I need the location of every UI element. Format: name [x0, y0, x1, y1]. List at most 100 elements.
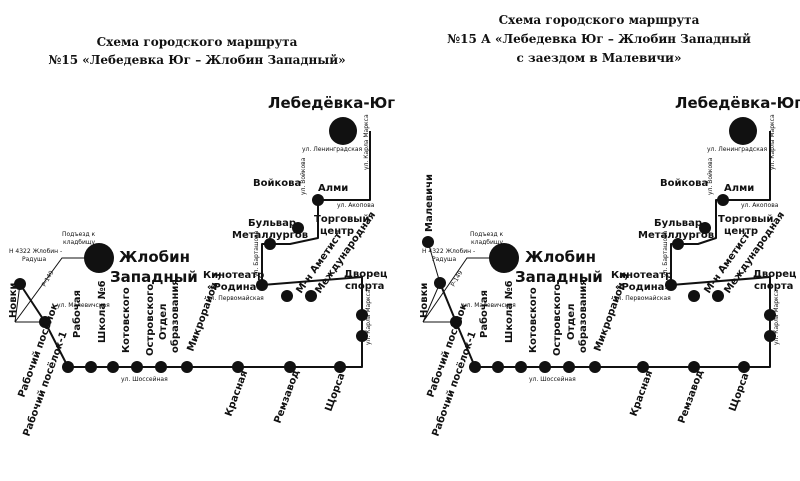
stop-mikro: [181, 361, 193, 373]
route-15a-label-otdel2: образования: [577, 279, 589, 353]
stop-krasnaya: [232, 361, 244, 373]
stop-bulvar: [264, 238, 276, 250]
route-15-street-malevichskaya: ул. Малевичская: [57, 302, 110, 309]
route-15-label-rabochaya: Рабочая: [71, 290, 83, 338]
route-15-terminal-lebedevka: [329, 117, 357, 145]
route-15a-street-podezd-1: Подъезд к: [470, 231, 504, 238]
stop-dvorets-a: [764, 309, 776, 321]
route-15a-label-dvorets2: спорта: [754, 281, 793, 292]
stop-rab-pos: [39, 316, 51, 328]
route-15-label-lebedevka: Лебедёвка-Юг: [268, 94, 395, 112]
route-15-label-kino1: Кинотеатр: [203, 270, 264, 281]
route-15-title-line1: Схема городского маршрута: [97, 35, 298, 49]
route-15a-label-torg1: Торговый: [718, 214, 773, 225]
route-15-label-novki: Новки: [8, 283, 19, 318]
stop-karla-marksa: [356, 330, 368, 342]
stop-kotovskogo-a: [539, 361, 551, 373]
route-15a-street-voykova: ул. Войкова: [707, 157, 714, 195]
route-15a-label-dvorets1: Дворец: [753, 269, 796, 280]
route-15a-label-bulvar2: Металлургов: [638, 230, 714, 241]
stop-remzavod-a: [688, 361, 700, 373]
route-15a-street-h4322-2: Радуша: [432, 256, 456, 263]
route-15-street-podezd-1: Подъезд к: [62, 231, 96, 238]
stop-krasnaya-a: [637, 361, 649, 373]
route-15a-label-kino1: Кинотеатр: [611, 270, 672, 281]
stop-bulvar-a: [672, 238, 684, 250]
route-15-label-voykova: Войкова: [253, 178, 301, 189]
route-15-label-zhlobin-1: Жлобин: [119, 248, 190, 266]
route-15-label-remzavod: Ремзавод: [272, 369, 302, 426]
stop-novki: [14, 278, 26, 290]
route-15a-label-voykova: Войкова: [660, 178, 708, 189]
route-15-label-shchorsa: Щорса: [323, 372, 347, 413]
stop-ostrovskogo: [155, 361, 167, 373]
stop-dvorets: [356, 309, 368, 321]
route-15-street-akopova: ул. Акопова: [337, 202, 375, 209]
route-15a-title-line2: №15 А «Лебедевка Юг – Жлобин Западный: [447, 32, 751, 46]
route-15a-label-zhlobin-2: Западный: [515, 268, 603, 286]
route-15a-label-malevichi: Малевичи: [424, 174, 435, 232]
stop-rab-pos1: [62, 361, 74, 373]
stop-karla-marksa-a: [764, 330, 776, 342]
route-15-label-torg2: центр: [320, 226, 354, 237]
route-15a-label-krasnaya: Красная: [628, 369, 655, 418]
route-15a-label-torg2: центр: [724, 226, 758, 237]
route-15-street-karla-marksa: ул. Карла Маркса: [363, 114, 370, 170]
route-15-label-kotovskogo: Котовского: [121, 287, 132, 353]
route-15-street-voykova: ул. Войкова: [300, 157, 307, 195]
stop-rab-pos-a: [450, 316, 462, 328]
route-15a-label-novki: Новки: [419, 283, 430, 318]
route-15a-street-r149: Р-149: [450, 269, 465, 288]
route-15a-label-zhlobin-1: Жлобин: [525, 248, 596, 266]
route-15a-street-leningradskaya: ул. Ленинградская: [707, 146, 768, 153]
route-15a-label-otdel1: Отдел: [566, 304, 577, 340]
route-15-street-shosseynaya: ул. Шоссейная: [121, 376, 168, 383]
route-15-label-krasnaya: Красная: [223, 369, 250, 418]
stop-malevichi: [422, 236, 434, 248]
route-15a-street-h4322-1: Н 4322 Жлобин -: [422, 248, 475, 255]
route-15-label-ostrovskogo: Островского: [145, 284, 156, 356]
route-15a-label-rabochaya: Рабочая: [478, 290, 490, 338]
stop-shchorsa: [334, 361, 346, 373]
route-15-street-karla-marksa2: ул. Карла Маркса: [365, 289, 372, 345]
route-15a-label-ostrovskogo: Островского: [552, 284, 563, 356]
route-15a-label-almi: Алми: [724, 183, 754, 194]
route-15-label-torg1: Торговый: [314, 214, 369, 225]
route-15-label-bulvar2: Металлургов: [232, 230, 308, 241]
stop-mezhdunar-a: [712, 290, 724, 302]
route-15-street-bartashova: ул. Барташова: [253, 230, 260, 277]
stop-almi: [312, 194, 324, 206]
stop-kotovskogo: [131, 361, 143, 373]
stop-mikro-a: [589, 361, 601, 373]
route-15a-title-line1: Схема городского маршрута: [499, 13, 700, 27]
stop-kino-a: [665, 279, 677, 291]
route-15a-label-kotovskogo: Котовского: [528, 287, 539, 353]
route-15a-label-bulvar1: Бульвар: [654, 218, 702, 229]
route-15a-label-remzavod: Ремзавод: [676, 369, 706, 426]
route-15-label-bulvar1: Бульвар: [248, 218, 296, 229]
route-15-label-kino2: «Родина»: [207, 282, 263, 293]
route-15a-terminal-zhlobin: [489, 243, 519, 273]
route-15-street-h4322-2: Радуша: [22, 256, 46, 263]
stop-ametist-a: [688, 290, 700, 302]
route-15a-street-karla-marksa: ул. Карла Маркса: [769, 114, 776, 170]
route-15a-label-lebedevka: Лебедёвка-Юг: [675, 94, 800, 112]
route-15a-street-karla-marksa2: ул. Карла Маркса: [773, 289, 780, 345]
stop-ostrovskogo-a: [563, 361, 575, 373]
stop-almi-a: [717, 194, 729, 206]
route-15a-street-shosseynaya: ул. Шоссейная: [529, 376, 576, 383]
route-15-label-zhlobin-2: Западный: [110, 268, 198, 286]
stop-shkola-a: [515, 361, 527, 373]
stop-rabochaya-a: [492, 361, 504, 373]
route-15a-title-line3: с заездом в Малевичи»: [517, 51, 682, 65]
route-15-street-leningradskaya: ул. Ленинградская: [302, 146, 363, 153]
route-15-street-pervomayskaya: ул. Первомайская: [207, 295, 264, 302]
stop-shkola: [107, 361, 119, 373]
route-15a-label-kino2: «Родина»: [615, 282, 671, 293]
stop-novki-a: [434, 277, 446, 289]
route-15-street-podezd-2: кладбищу: [63, 239, 96, 246]
stop-shchorsa-a: [738, 361, 750, 373]
route-15-street-r149: Р-149: [41, 269, 56, 288]
route-15-label-almi: Алми: [318, 183, 348, 194]
